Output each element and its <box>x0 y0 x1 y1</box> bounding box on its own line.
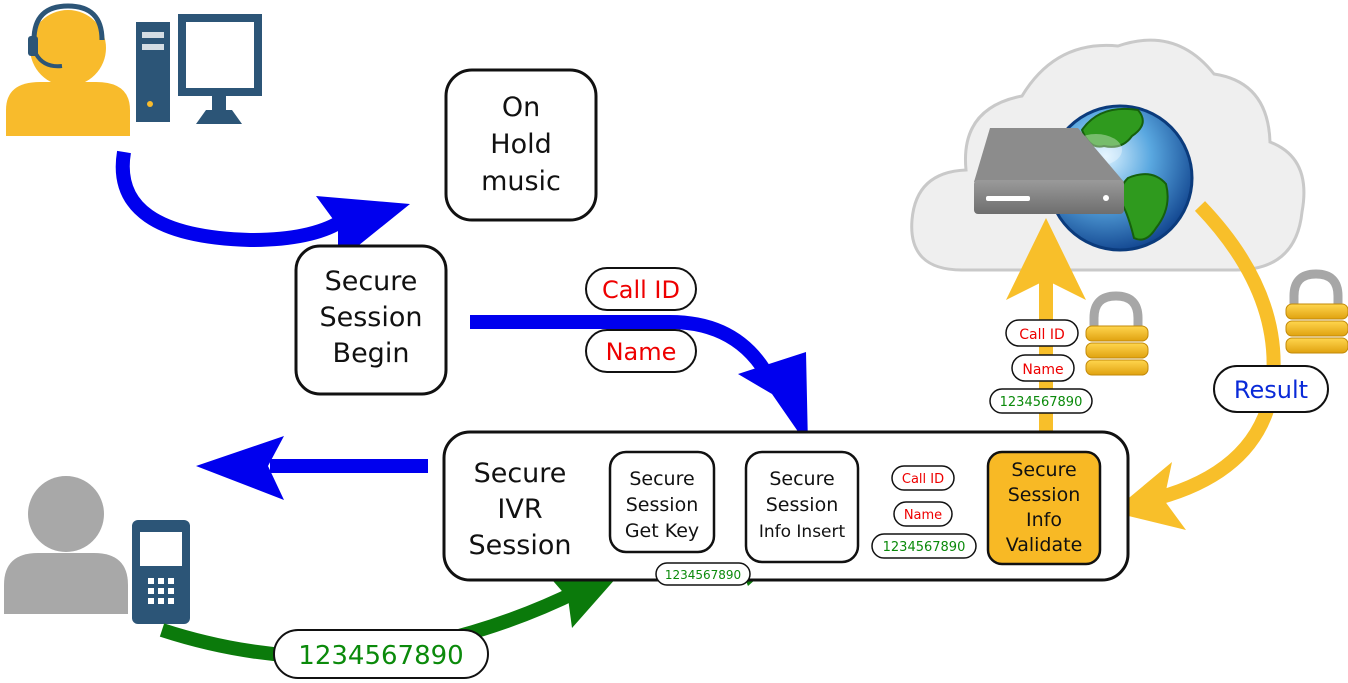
caller-icon <box>4 476 128 614</box>
name-label: Name <box>606 338 677 366</box>
ivr-line-2: IVR <box>497 494 542 525</box>
ivr-line-3: Session <box>468 530 571 561</box>
get-key-line-2: Session <box>626 494 699 516</box>
number-pill-large: 1234567890 <box>273 629 489 679</box>
number-label-mini: 1234567890 <box>883 540 966 555</box>
name-label-mini: Name <box>904 508 942 523</box>
on-hold-music-box: On Hold music <box>444 68 598 222</box>
get-key-box: Secure Session Get Key <box>608 450 716 554</box>
begin-line-2: Session <box>319 302 422 333</box>
mobile-phone-icon <box>132 520 190 624</box>
validate-line-2: Session <box>1008 484 1081 506</box>
name-label-small: Name <box>1022 362 1063 378</box>
insert-line-3: Info Insert <box>759 522 846 542</box>
agent-icon <box>6 3 130 136</box>
call-id-pill-mini: Call ID <box>891 465 955 491</box>
result-pill: Result <box>1213 365 1329 413</box>
number-label-keybox: 1234567890 <box>665 568 741 582</box>
call-id-label-small: Call ID <box>1019 327 1065 343</box>
info-validate-box: Secure Session Info Validate <box>986 450 1102 566</box>
info-insert-box: Secure Session Info Insert <box>744 450 860 564</box>
on-hold-line-1: On <box>502 92 540 123</box>
get-key-line-1: Secure <box>629 468 694 490</box>
call-id-label-mini: Call ID <box>902 472 944 487</box>
begin-line-1: Secure <box>325 266 418 297</box>
number-pill-keybox: 1234567890 <box>655 562 751 586</box>
number-pill-small: 1234567890 <box>989 388 1093 414</box>
validate-line-1: Secure <box>1011 459 1076 481</box>
result-label: Result <box>1234 376 1308 404</box>
get-key-line-3: Get Key <box>625 520 699 542</box>
blue-arrow-to-caller <box>196 436 428 500</box>
blue-arrow-to-insert <box>470 315 808 446</box>
name-pill: Name <box>585 329 697 373</box>
padlock-icon <box>1085 291 1149 376</box>
insert-line-2: Session <box>766 494 839 516</box>
number-label-small: 1234567890 <box>1000 395 1083 410</box>
ivr-line-1: Secure <box>474 458 567 489</box>
secure-session-begin-box: Secure Session Begin <box>294 244 448 396</box>
on-hold-line-3: music <box>481 166 561 197</box>
begin-line-3: Begin <box>333 338 410 369</box>
validate-line-3: Info <box>1026 509 1062 531</box>
name-pill-small: Name <box>1011 354 1075 382</box>
call-id-pill: Call ID <box>585 267 697 311</box>
insert-line-1: Secure <box>769 468 834 490</box>
number-label-large: 1234567890 <box>298 641 463 671</box>
validate-line-4: Validate <box>1006 534 1083 556</box>
call-id-label: Call ID <box>602 276 680 304</box>
computer-icon <box>136 14 262 124</box>
number-pill-mini: 1234567890 <box>871 533 977 559</box>
server-icon <box>974 128 1124 214</box>
call-id-pill-small: Call ID <box>1005 319 1079 347</box>
name-pill-mini: Name <box>893 501 953 527</box>
on-hold-line-2: Hold <box>490 129 551 160</box>
padlock-icon <box>1285 269 1348 354</box>
